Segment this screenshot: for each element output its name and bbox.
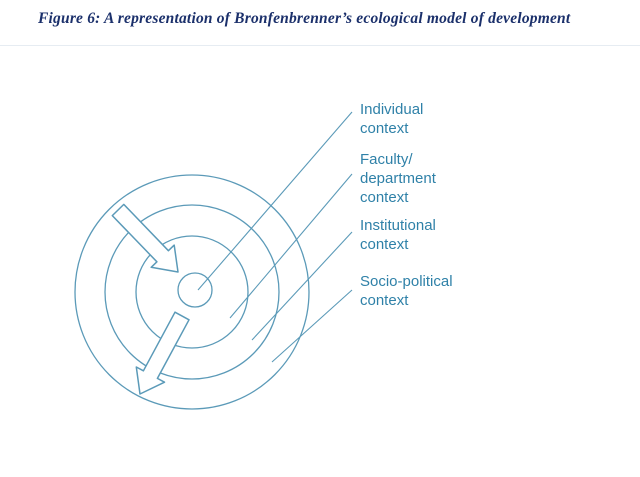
leader-line-institutional [251, 231, 353, 341]
label-individual-context: Individual context [360, 100, 423, 138]
label-line: Socio-political [360, 273, 453, 290]
label-line: context [360, 236, 409, 253]
leader-line-socio-political [271, 289, 353, 363]
ring-faculty-department [135, 235, 249, 349]
leader-line-individual [197, 111, 353, 291]
label-line: context [360, 120, 409, 137]
leader-line-faculty [229, 173, 353, 319]
label-line: context [360, 189, 409, 206]
label-line: department [360, 170, 436, 187]
outward-arrow-icon [135, 311, 190, 395]
label-line: Individual [360, 101, 424, 118]
label-institutional-context: Institutional context [360, 216, 436, 254]
ring-socio-political [74, 174, 310, 410]
label-line: Institutional [360, 217, 436, 234]
label-socio-political-context: Socio-political context [360, 272, 453, 310]
label-faculty-department-context: Faculty/ department context [360, 150, 436, 207]
label-line: Faculty/ [360, 151, 413, 168]
label-line: context [360, 292, 409, 309]
ring-individual [177, 272, 213, 308]
figure-title: Figure 6: A representation of Bronfenbre… [38, 10, 571, 27]
inward-arrow-icon [111, 203, 179, 273]
title-divider [0, 45, 640, 46]
ring-institutional [104, 204, 280, 380]
